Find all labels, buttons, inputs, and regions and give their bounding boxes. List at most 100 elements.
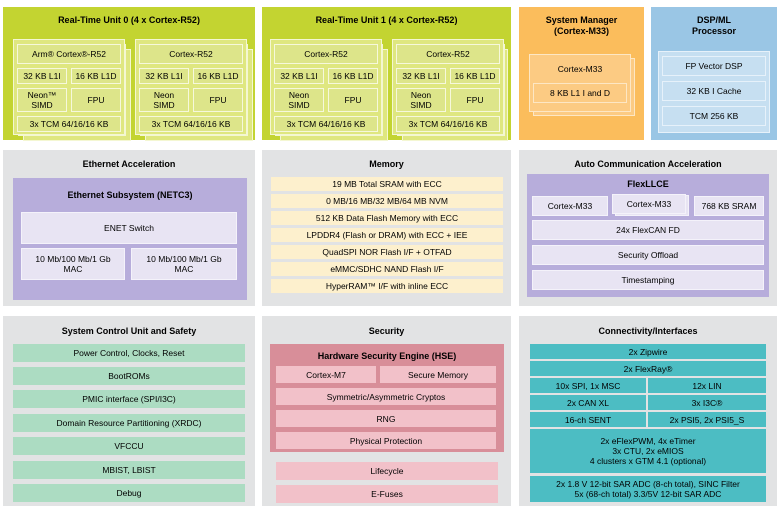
scu-block: System Control Unit and Safety Power Con… <box>3 316 255 506</box>
memory-item: 512 KB Data Flash Memory with ECC <box>271 211 503 225</box>
timers-pwm: 2x eFlexPWM, 4x eTimer 3x CTU, 2x eMIOS … <box>530 429 766 473</box>
rtu0-core-b-tcm: 3x TCM 64/16/16 KB <box>139 116 243 132</box>
rtu0-core-a-l1i: 32 KB L1I <box>17 68 67 84</box>
system-manager-block: System Manager (Cortex-M33) Cortex-M33 8… <box>519 7 644 140</box>
rtu1-core-a-fpu: FPU <box>328 88 378 112</box>
hse-block: Hardware Security Engine (HSE) Cortex-M7… <box>270 344 504 452</box>
scu-item: MBIST, LBIST <box>13 461 245 479</box>
rtu0-core-a-fpu: FPU <box>71 88 121 112</box>
flexray: 2x FlexRay® <box>530 361 766 376</box>
cortex-m33-b: Cortex-M33 <box>612 194 686 214</box>
memory-item: 19 MB Total SRAM with ECC <box>271 177 503 191</box>
rtu1-core-b: Cortex-R52 32 KB L1I 16 KB L1D Neon SIMD… <box>392 39 504 135</box>
hse-rng: RNG <box>276 410 496 427</box>
system-manager-cache: 8 KB L1 I and D <box>533 83 627 103</box>
dsp-ml-core: FP Vector DSP 32 KB I Cache TCM 256 KB <box>658 51 770 133</box>
rtu0-title: Real-Time Unit 0 (4 x Cortex-R52) <box>58 15 200 25</box>
security-title: Security <box>368 326 405 336</box>
mac-1: 10 Mb/100 Mb/1 Gb MAC <box>21 248 125 280</box>
ethernet-title: Ethernet Acceleration <box>82 159 176 169</box>
rtu1-core-b-neon: Neon SIMD <box>396 88 446 112</box>
system-manager-title: System Manager (Cortex-M33) <box>545 15 618 36</box>
netc3-title: Ethernet Subsystem (NETC3) <box>67 190 193 200</box>
adc: 2x 1.8 V 12-bit SAR ADC (8-ch total), SI… <box>530 476 766 502</box>
rtu0-core-a-tcm: 3x TCM 64/16/16 KB <box>17 116 121 132</box>
rtu0-core-b: Cortex-R52 32 KB L1I 16 KB L1D Neon SIMD… <box>135 39 247 135</box>
dsp-ml-block: DSP/ML Processor FP Vector DSP 32 KB I C… <box>651 7 777 140</box>
connectivity-title: Connectivity/Interfaces <box>598 326 698 336</box>
rtu1-core-a-name: Cortex-R52 <box>274 44 378 64</box>
rtu1-core-a-l1i: 32 KB L1I <box>274 68 324 84</box>
memory-item: eMMC/SDHC NAND Flash I/F <box>271 262 503 276</box>
dsp-icache: 32 KB I Cache <box>662 81 766 101</box>
timestamping: Timestamping <box>532 270 764 290</box>
spi-msc: 10x SPI, 1x MSC <box>530 378 646 393</box>
can-xl: 2x CAN XL <box>530 395 646 410</box>
memory-block: Memory 19 MB Total SRAM with ECC 0 MB/16… <box>262 150 511 306</box>
rtu0-core-a-neon: Neon™ SIMD <box>17 88 67 112</box>
hse-crypto: Symmetric/Asymmetric Cryptos <box>276 388 496 405</box>
rtu0-core-a: Arm® Cortex®-R52 32 KB L1I 16 KB L1D Neo… <box>13 39 125 135</box>
security-offload: Security Offload <box>532 245 764 265</box>
zipwire: 2x Zipwire <box>530 344 766 359</box>
flexllce-sram: 768 KB SRAM <box>694 196 764 216</box>
rtu1-core-a-tcm: 3x TCM 64/16/16 KB <box>274 116 378 132</box>
rtu1-core-a-neon: Neon SIMD <box>274 88 324 112</box>
hse-secure-memory: Secure Memory <box>380 366 496 383</box>
scu-item: PMIC interface (SPI/I3C) <box>13 390 245 408</box>
hse-physical-protection: Physical Protection <box>276 432 496 449</box>
i3c: 3x I3C® <box>648 395 766 410</box>
dsp-tcm: TCM 256 KB <box>662 106 766 126</box>
psi5: 2x PSI5, 2x PSI5_S <box>648 412 766 427</box>
flexcan-fd: 24x FlexCAN FD <box>532 220 764 240</box>
rtu1-title: Real-Time Unit 1 (4 x Cortex-R52) <box>315 15 458 25</box>
dsp-ml-title: DSP/ML Processor <box>691 15 737 36</box>
rtu0-core-a-name: Arm® Cortex®-R52 <box>17 44 121 64</box>
dsp-fp-vector: FP Vector DSP <box>662 56 766 76</box>
hse-title: Hardware Security Engine (HSE) <box>317 351 457 361</box>
flexllce-block: FlexLLCE Cortex-M33 Cortex-M33 768 KB SR… <box>527 174 769 297</box>
rtu1-core-a-l1d: 16 KB L1D <box>328 68 378 84</box>
rtu0-core-b-fpu: FPU <box>193 88 243 112</box>
rtu0-core-b-name: Cortex-R52 <box>139 44 243 64</box>
connectivity-block: Connectivity/Interfaces 2x Zipwire 2x Fl… <box>519 316 777 506</box>
rtu0-block: Real-Time Unit 0 (4 x Cortex-R52) Arm® C… <box>3 7 255 141</box>
rtu1-core-a: Cortex-R52 32 KB L1I 16 KB L1D Neon SIMD… <box>270 39 382 135</box>
auto-comm-block: Auto Communication Acceleration FlexLLCE… <box>519 150 777 306</box>
hse-cortex-m7: Cortex-M7 <box>276 366 376 383</box>
scu-item: Power Control, Clocks, Reset <box>13 344 245 362</box>
memory-item: HyperRAM™ I/F with inline ECC <box>271 279 503 293</box>
sent: 16-ch SENT <box>530 412 646 427</box>
scu-item: Debug <box>13 484 245 502</box>
scu-item: VFCCU <box>13 437 245 455</box>
rtu0-core-b-l1i: 32 KB L1I <box>139 68 189 84</box>
auto-comm-title: Auto Communication Acceleration <box>574 159 722 169</box>
lifecycle: Lifecycle <box>276 462 498 480</box>
rtu0-core-b-neon: Neon SIMD <box>139 88 189 112</box>
rtu1-core-b-l1i: 32 KB L1I <box>396 68 446 84</box>
system-manager-core: Cortex-M33 8 KB L1 I and D <box>529 54 631 112</box>
mac-2: 10 Mb/100 Mb/1 Gb MAC <box>131 248 237 280</box>
rtu1-block: Real-Time Unit 1 (4 x Cortex-R52) Cortex… <box>262 7 511 141</box>
rtu1-core-b-fpu: FPU <box>450 88 500 112</box>
rtu1-core-b-name: Cortex-R52 <box>396 44 500 64</box>
e-fuses: E-Fuses <box>276 485 498 503</box>
ethernet-block: Ethernet Acceleration Ethernet Subsystem… <box>3 150 255 306</box>
security-block: Security Hardware Security Engine (HSE) … <box>262 316 511 506</box>
rtu0-core-b-l1d: 16 KB L1D <box>193 68 243 84</box>
rtu0-core-a-l1d: 16 KB L1D <box>71 68 121 84</box>
scu-title: System Control Unit and Safety <box>61 326 197 336</box>
memory-item: 0 MB/16 MB/32 MB/64 MB NVM <box>271 194 503 208</box>
memory-title: Memory <box>369 159 404 169</box>
lin: 12x LIN <box>648 378 766 393</box>
flexllce-title: FlexLLCE <box>627 179 669 189</box>
netc3-subsystem: Ethernet Subsystem (NETC3) ENET Switch 1… <box>13 178 247 300</box>
memory-item: QuadSPI NOR Flash I/F + OTFAD <box>271 245 503 259</box>
cortex-m33-a: Cortex-M33 <box>532 196 608 216</box>
rtu1-core-b-l1d: 16 KB L1D <box>450 68 500 84</box>
system-manager-cortex: Cortex-M33 <box>557 64 603 74</box>
rtu1-core-b-tcm: 3x TCM 64/16/16 KB <box>396 116 500 132</box>
enet-switch: ENET Switch <box>21 212 237 244</box>
memory-item: LPDDR4 (Flash or DRAM) with ECC + IEE <box>271 228 503 242</box>
scu-item: BootROMs <box>13 367 245 385</box>
